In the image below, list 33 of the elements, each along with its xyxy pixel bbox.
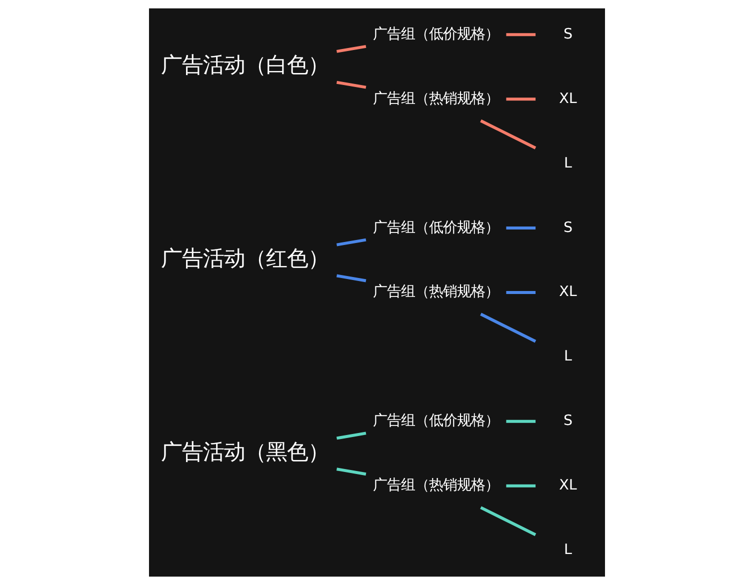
- connector: [506, 484, 536, 488]
- connector: [506, 33, 536, 36]
- connector: [506, 226, 536, 230]
- connector: [480, 506, 536, 536]
- node-text: 广告组（低价规格）: [372, 220, 499, 236]
- node-text: XL: [558, 284, 576, 300]
- node-text: XL: [558, 90, 576, 107]
- connector: [336, 44, 366, 53]
- node-text: 广告组（热销规格）: [372, 90, 499, 107]
- node-text: 广告组（热销规格）: [372, 478, 499, 494]
- connector: [506, 420, 536, 423]
- node-text: 广告组（热销规格）: [372, 284, 499, 300]
- connector: [480, 312, 536, 343]
- node-text: 广告组（低价规格）: [372, 413, 499, 430]
- node-text: L: [564, 542, 572, 558]
- connector: [506, 291, 536, 294]
- connector: [336, 432, 366, 440]
- node-text: XL: [558, 478, 576, 494]
- node-text: 广告活动（红色）: [160, 246, 329, 271]
- connector: [480, 119, 536, 150]
- connector: [336, 468, 366, 476]
- node-text: 广告活动（白色）: [160, 53, 329, 78]
- connector: [336, 274, 366, 282]
- node-text: L: [564, 348, 572, 365]
- node-text: S: [562, 220, 572, 236]
- node-text: L: [564, 155, 572, 172]
- connector: [336, 238, 366, 246]
- node-text: 广告组（低价规格）: [372, 26, 499, 42]
- node-text: S: [562, 413, 572, 430]
- connector: [506, 98, 536, 101]
- node-text: S: [562, 26, 572, 42]
- connector: [336, 80, 366, 89]
- node-text: 广告活动（黑色）: [160, 440, 329, 464]
